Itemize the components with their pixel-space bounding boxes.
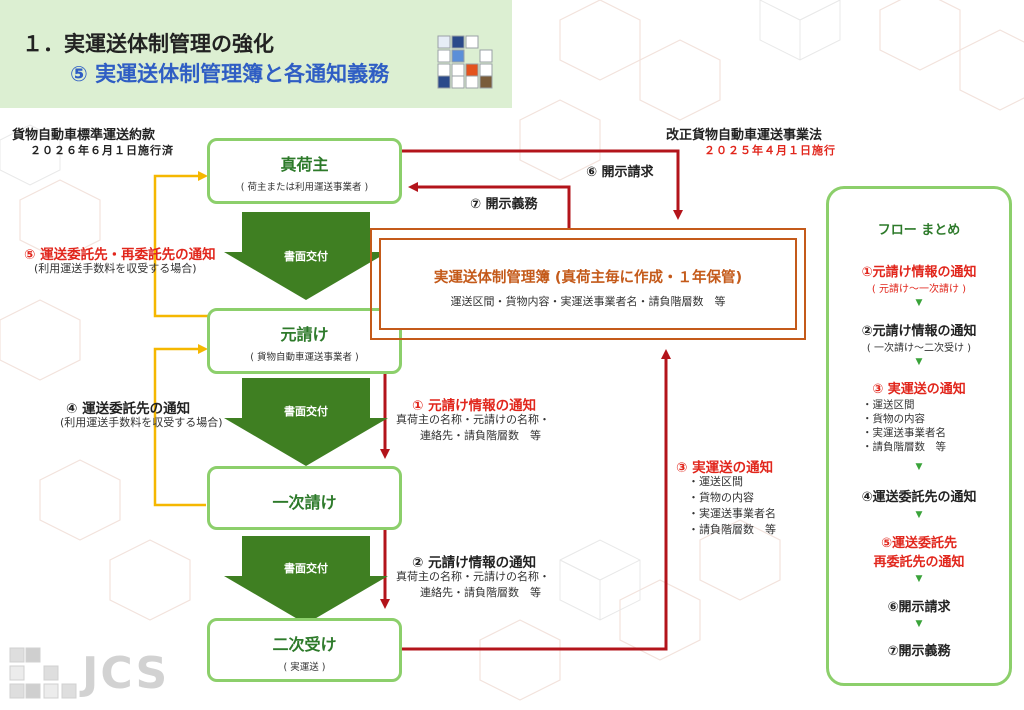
notice-3-detail-3: ・実運送事業者名 <box>688 507 776 520</box>
left-law-name: 貨物自動車標準運送約款 <box>12 128 156 143</box>
second-subcontractor-box: 二次受け ( 実運送 ) <box>207 618 402 682</box>
disclosure-duty-label: ⑦ 開示義務 <box>470 197 538 212</box>
jcs-logo-text: JCS <box>82 648 170 699</box>
page-subtitle: ⑤ 実運送体制管理簿と各通知義務 <box>70 62 390 86</box>
second-subcontractor-sub: ( 実運送 ) <box>283 662 326 673</box>
notice-3-title: ③ 実運送の通知 <box>676 460 774 476</box>
document-delivery-label-1: 書面交付 <box>284 250 328 263</box>
notice-2-body-line1: 真荷主の名称・元請けの名称・ <box>396 570 550 583</box>
green-arrow-1 <box>224 212 388 300</box>
disclosure-request-label: ⑥ 開示請求 <box>586 165 654 180</box>
summary-item-7: ⑦開示義務 <box>887 644 951 659</box>
summary-item-5-line1: ⑤運送委託先 <box>880 536 957 551</box>
summary-item-1: ①元請け情報の通知 <box>861 265 977 280</box>
summary-item-2-sub: ( 一次請け～二次受け ) <box>866 343 972 354</box>
green-arrow-2 <box>224 378 388 466</box>
summary-item-3-detail-4: ・請負階層数 等 <box>862 441 946 453</box>
document-delivery-label-2: 書面交付 <box>284 405 328 418</box>
notice-5-title: ⑤ 運送委託先・再委託先の通知 <box>24 247 216 263</box>
shipper-name: 真荷主 <box>280 155 329 174</box>
prime-contractor-box: 元請け ( 貨物自動車運送事業者 ) <box>207 308 402 374</box>
notice-5-sub: (利用運送手数料を収受する場合) <box>34 262 197 275</box>
notice-3-detail-4: ・請負階層数 等 <box>688 523 776 536</box>
grid-logo-icon <box>437 35 493 89</box>
register-title: 実運送体制管理簿 (真荷主毎に作成・１年保管) <box>433 270 743 286</box>
left-law-date: ２０２６年６月１日施行済 <box>30 144 174 157</box>
summary-item-5-line2: 再委託先の通知 <box>873 555 965 570</box>
notice-4-title: ④ 運送委託先の通知 <box>66 401 191 417</box>
summary-arrow-icon: ▼ <box>915 298 923 308</box>
summary-item-2: ②元請け情報の通知 <box>861 324 977 339</box>
green-arrow-3 <box>224 536 388 624</box>
notice-4-sub: (利用運送手数料を収受する場合) <box>60 416 223 429</box>
summary-item-3-detail-1: ・運送区間 <box>862 399 915 411</box>
summary-title: フロー まとめ <box>877 223 961 238</box>
shipper-box: 真荷主 ( 荷主または利用運送事業者 ) <box>207 138 402 204</box>
shipper-sub: ( 荷主または利用運送事業者 ) <box>240 182 369 193</box>
first-subcontractor-name: 一次請け <box>272 493 337 512</box>
flow-summary-panel <box>826 186 1012 686</box>
register-details: 運送区間・貨物内容・実運送事業者名・請負階層数 等 <box>450 295 726 308</box>
header-banner <box>0 0 512 108</box>
first-subcontractor-box: 一次請け <box>207 466 402 530</box>
summary-item-6: ⑥開示請求 <box>887 600 951 615</box>
notice-2-title: ② 元請け情報の通知 <box>412 555 537 571</box>
page-title: １．実運送体制管理の強化 <box>22 32 274 56</box>
summary-item-3-detail-3: ・実運送事業者名 <box>862 427 946 439</box>
notice-1-title: ① 元請け情報の通知 <box>412 398 537 414</box>
summary-arrow-icon: ▼ <box>915 357 923 367</box>
right-law-name: 改正貨物自動車運送事業法 <box>666 128 823 143</box>
register-outer-frame <box>370 228 806 340</box>
prime-contractor-name: 元請け <box>280 325 329 344</box>
summary-item-4: ④運送委託先の通知 <box>861 490 977 505</box>
summary-arrow-icon: ▼ <box>915 510 923 520</box>
jcs-logo-grid-icon <box>9 647 77 699</box>
prime-contractor-sub: ( 貨物自動車運送事業者 ) <box>250 352 359 363</box>
notice-3-detail-1: ・運送区間 <box>688 475 743 488</box>
summary-arrow-icon: ▼ <box>915 619 923 629</box>
notice-1-body-line2: 連絡先・請負階層数 等 <box>420 429 541 442</box>
right-law-date: ２０２５年４月１日施行 <box>704 144 836 157</box>
notice-3-detail-2: ・貨物の内容 <box>688 491 754 504</box>
second-subcontractor-name: 二次受け <box>272 635 337 654</box>
summary-item-3: ③ 実運送の通知 <box>872 382 966 397</box>
notice-2-body-line2: 連絡先・請負階層数 等 <box>420 586 541 599</box>
summary-item-3-detail-2: ・貨物の内容 <box>862 413 925 425</box>
summary-arrow-icon: ▼ <box>915 574 923 584</box>
document-delivery-label-3: 書面交付 <box>284 562 328 575</box>
summary-item-1-sub: ( 元請け～一次請け ) <box>871 284 967 295</box>
summary-arrow-icon: ▼ <box>915 462 923 472</box>
register-box: 実運送体制管理簿 (真荷主毎に作成・１年保管) 運送区間・貨物内容・実運送事業者… <box>379 238 797 330</box>
notice-1-body-line1: 真荷主の名称・元請けの名称・ <box>396 413 550 426</box>
